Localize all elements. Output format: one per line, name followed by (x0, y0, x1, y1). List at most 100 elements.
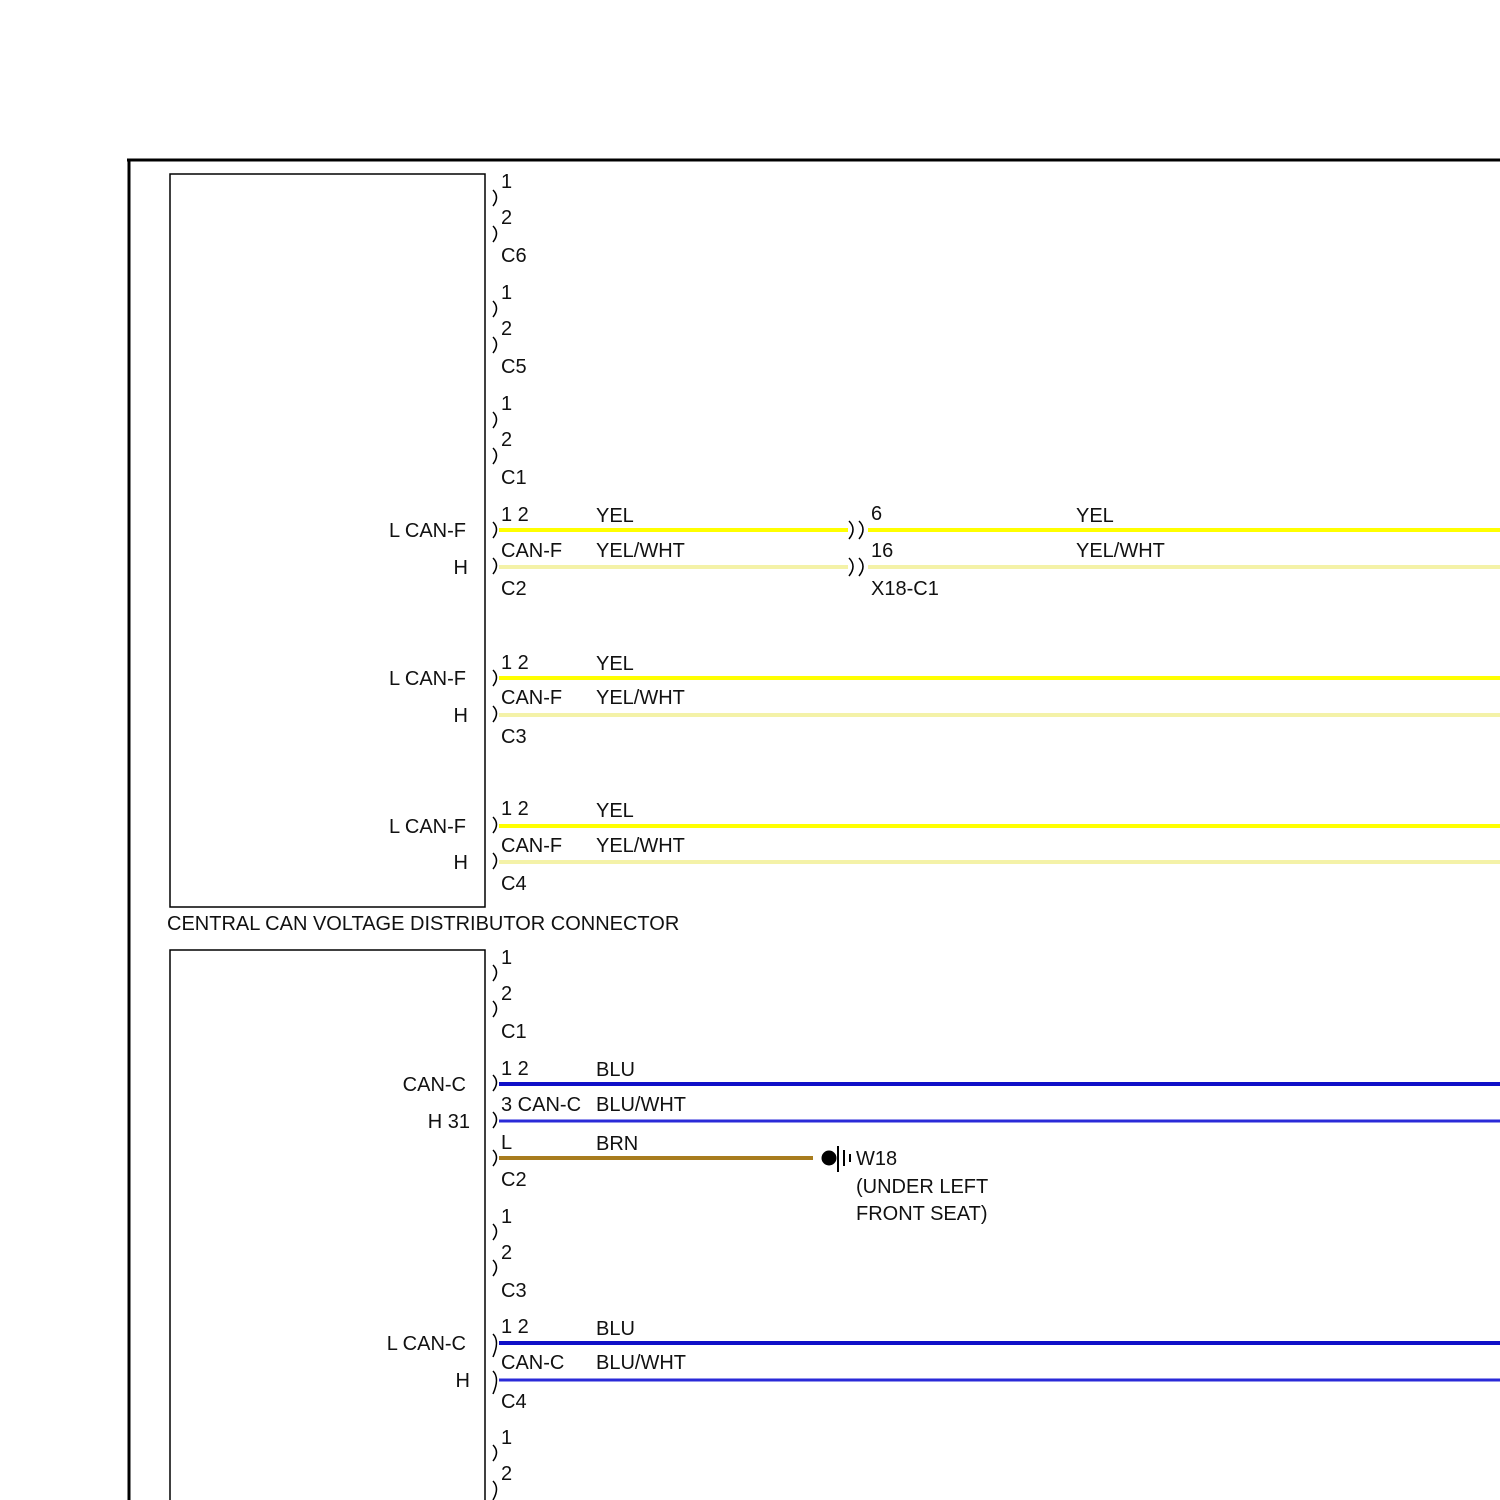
terminal-bracket (493, 853, 497, 869)
terminal-bracket (493, 448, 497, 464)
terminal-bracket (493, 1334, 497, 1357)
terminal-bracket (493, 1481, 497, 1500)
connector-id: C2 (501, 1169, 527, 1191)
terminal-bracket (493, 226, 497, 242)
terminal-bracket (493, 1224, 497, 1240)
pin-label: CAN-F (501, 835, 562, 857)
terminal-bracket (493, 965, 497, 981)
wire-color-label: YEL (596, 505, 634, 527)
terminal-bracket (493, 817, 497, 833)
splice-pin-label: 16 (871, 540, 893, 562)
terminal-bracket (493, 190, 497, 206)
upper-connector-c4: L CAN-F H 1 2 CAN-F C4 YEL YEL/WHT (389, 798, 685, 895)
ground-icon (822, 1146, 850, 1172)
connector-id: C5 (501, 356, 527, 378)
upper-connector-c3: L CAN-F H 1 2 CAN-F C3 YEL YEL/WHT (389, 652, 685, 748)
connector-id: C1 (501, 467, 527, 489)
upper-connector-c1: 1 2 C1 (501, 393, 527, 489)
terminal-function-label: H (456, 1370, 470, 1392)
wires (499, 530, 1500, 1380)
terminal-function-label: L CAN-F (389, 520, 466, 542)
wire-color-label: BRN (596, 1133, 638, 1155)
splice-connector-id: X18-C1 (871, 578, 939, 600)
terminal-function-label: CAN-C (403, 1074, 466, 1096)
terminal-bracket (493, 1150, 497, 1166)
wire-color-label: BLU (596, 1059, 635, 1081)
terminal-function-label: H 31 (428, 1111, 470, 1133)
pin-label: CAN-C (501, 1352, 564, 1374)
component-caption: CENTRAL CAN VOLTAGE DISTRIBUTOR CONNECTO… (167, 913, 679, 935)
pin-label: 2 (501, 429, 512, 451)
pin-label: 2 (501, 318, 512, 340)
terminal-bracket (493, 706, 497, 722)
wire-color-label: YEL/WHT (596, 540, 685, 562)
pin-label: L (501, 1132, 512, 1154)
terminal-function-label: L CAN-F (389, 668, 466, 690)
pin-label: 1 (501, 1206, 512, 1228)
terminal-bracket (493, 1445, 497, 1461)
pin-label: 1 (501, 947, 512, 969)
wire-color-label: YEL/WHT (1076, 540, 1165, 562)
connector-id: C4 (501, 873, 527, 895)
ground-location: FRONT SEAT) (856, 1203, 987, 1225)
wire-color-label: BLU (596, 1318, 635, 1340)
terminal-bracket (493, 670, 497, 686)
pin-label: 2 (501, 983, 512, 1005)
terminal-bracket (493, 1075, 497, 1091)
terminal-bracket (493, 337, 497, 353)
pin-label: CAN-F (501, 540, 562, 562)
connector-id: C1 (501, 1021, 527, 1043)
upper-connector-c2: L CAN-F H 1 2 CAN-F C2 YEL YEL/WHT 6 16 … (389, 503, 1165, 600)
terminal-bracket (493, 1371, 497, 1394)
pin-label: 2 (501, 1242, 512, 1264)
pin-label: CAN-F (501, 687, 562, 709)
wire-color-label: BLU/WHT (596, 1094, 686, 1116)
pin-label: 2 (501, 207, 512, 229)
upper-connector-c5: 1 2 C5 (501, 282, 527, 378)
ground-id: W18 (856, 1148, 897, 1170)
wire-color-label: YEL (596, 800, 634, 822)
lower-connector-c5: 1 2 (501, 1427, 512, 1485)
connector-id: C4 (501, 1391, 527, 1413)
outer-frame (127, 160, 1500, 1500)
wire-color-label: YEL/WHT (596, 835, 685, 857)
ground-location: (UNDER LEFT (856, 1176, 988, 1198)
pin-label: 2 (501, 1463, 512, 1485)
wire-color-label: YEL (596, 653, 634, 675)
terminal-bracket (493, 522, 497, 538)
pin-label: 1 2 (501, 652, 529, 674)
lower-component-box (170, 950, 485, 1500)
terminal-bracket (493, 301, 497, 317)
pin-label: 1 2 (501, 1316, 529, 1338)
connector-id: C6 (501, 245, 527, 267)
pin-label: 1 (501, 282, 512, 304)
pin-label: 1 (501, 393, 512, 415)
ground-dot (822, 1151, 836, 1165)
wire-color-label: YEL/WHT (596, 687, 685, 709)
upper-connector-c6: 1 2 C6 (501, 171, 527, 267)
connector-id: C3 (501, 1280, 527, 1302)
wire-color-label: YEL (1076, 505, 1114, 527)
connector-id: C3 (501, 726, 527, 748)
pin-label: 1 2 (501, 798, 529, 820)
splice-bracket (849, 521, 853, 539)
pin-label: 1 (501, 1427, 512, 1449)
splice-bracket (859, 521, 863, 539)
lower-connector-c1: 1 2 C1 (501, 947, 527, 1043)
connector-id: C2 (501, 578, 527, 600)
pin-label: 1 2 (501, 1058, 529, 1080)
splice-pin-label: 6 (871, 503, 882, 525)
terminal-bracket (493, 1112, 497, 1128)
terminal-function-label: L CAN-F (389, 816, 466, 838)
lower-connector-c3: 1 2 C3 (501, 1206, 527, 1302)
pin-label: 1 (501, 171, 512, 193)
pin-label: 1 2 (501, 504, 529, 526)
terminal-bracket (493, 1260, 497, 1276)
splice-bracket (849, 558, 853, 576)
pin-label: 3 CAN-C (501, 1094, 581, 1116)
lower-connector-c4: L CAN-C H 1 2 CAN-C C4 BLU BLU/WHT (387, 1316, 686, 1413)
terminal-bracket (493, 558, 497, 574)
terminal-function-label: H (454, 705, 468, 727)
terminal-bracket (493, 412, 497, 428)
